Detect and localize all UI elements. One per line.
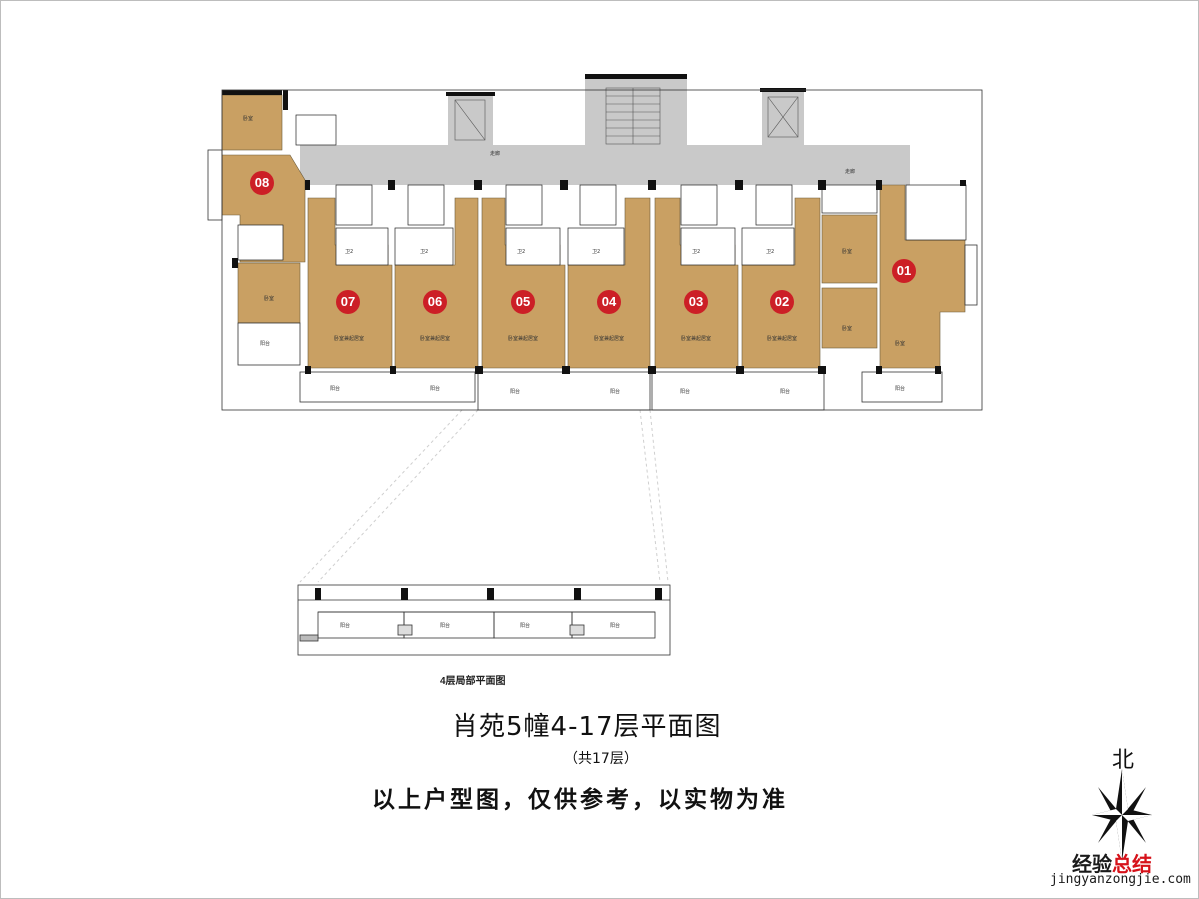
room-label: 卧室兼起居室 [767, 336, 798, 342]
room-label: 阳台 [510, 389, 521, 395]
unit-badge-02: 02 [770, 290, 794, 314]
room-label: 卫2 [517, 249, 526, 255]
unit-badge-01: 01 [892, 259, 916, 283]
unit-areas [221, 94, 966, 369]
disclaimer: 以上户型图，仅供参考，以实物为准 [372, 787, 788, 813]
room-label: 阳台 [520, 623, 531, 629]
room-label: 卫2 [592, 249, 601, 255]
room-label: 阳台 [440, 623, 451, 629]
partial-plan [297, 584, 671, 656]
watermark-part1: 经验 [1072, 852, 1112, 876]
room-label: 卧室兼起居室 [508, 336, 539, 342]
floor-count: （共17层） [564, 751, 638, 767]
room-label: 卧室 [842, 326, 853, 332]
room-label: 卧室兼起居室 [420, 336, 451, 342]
room-label: 卧室 [243, 116, 254, 122]
compass-star-icon [1092, 769, 1152, 861]
unit-badge-08: 08 [250, 171, 274, 195]
room-label: 阳台 [430, 386, 441, 392]
room-label: 卫2 [420, 249, 429, 255]
room-label: 阳台 [260, 341, 271, 347]
room-label: 卧室 [264, 296, 275, 302]
watermark-url: jingyanzongjie.com [1050, 872, 1191, 887]
page-title: 肖苑5幢4-17层平面图 [452, 712, 722, 742]
north-label: 北 [1112, 748, 1135, 773]
room-label: 卧室 [842, 249, 853, 255]
room-label: 卫2 [766, 249, 775, 255]
partial-plan-walls [315, 588, 662, 600]
unit-badge-04: 04 [597, 290, 621, 314]
watermark-logo: 经验总结 [1072, 848, 1152, 877]
balconies [207, 149, 978, 411]
stair-core [454, 87, 799, 145]
room-label: 走廊 [490, 151, 501, 157]
room-label: 阳台 [340, 623, 351, 629]
room-label: 卧室 [895, 341, 906, 347]
unit-badge-03: 03 [684, 290, 708, 314]
room-label: 卫2 [692, 249, 701, 255]
watermark-part2: 总结 [1112, 852, 1152, 876]
unit-badge-05: 05 [511, 290, 535, 314]
room-label: 走廊 [845, 169, 856, 175]
room-label: 阳台 [780, 389, 791, 395]
room-label: 阳台 [610, 623, 621, 629]
room-label: 阳台 [610, 389, 621, 395]
room-label: 卫2 [345, 249, 354, 255]
room-label: 阳台 [895, 386, 906, 392]
room-label: 卧室兼起居室 [334, 336, 365, 342]
projection-lines [299, 409, 669, 583]
room-label: 卧室兼起居室 [594, 336, 625, 342]
partial-plan-caption: 4层局部平面图 [440, 676, 506, 687]
room-label: 阳台 [680, 389, 691, 395]
unit-badge-06: 06 [423, 290, 447, 314]
room-label: 卧室兼起居室 [681, 336, 712, 342]
unit-badge-07: 07 [336, 290, 360, 314]
bathrooms [237, 114, 967, 266]
outline [221, 89, 983, 411]
corridor-band [300, 78, 910, 185]
room-label: 阳台 [330, 386, 341, 392]
